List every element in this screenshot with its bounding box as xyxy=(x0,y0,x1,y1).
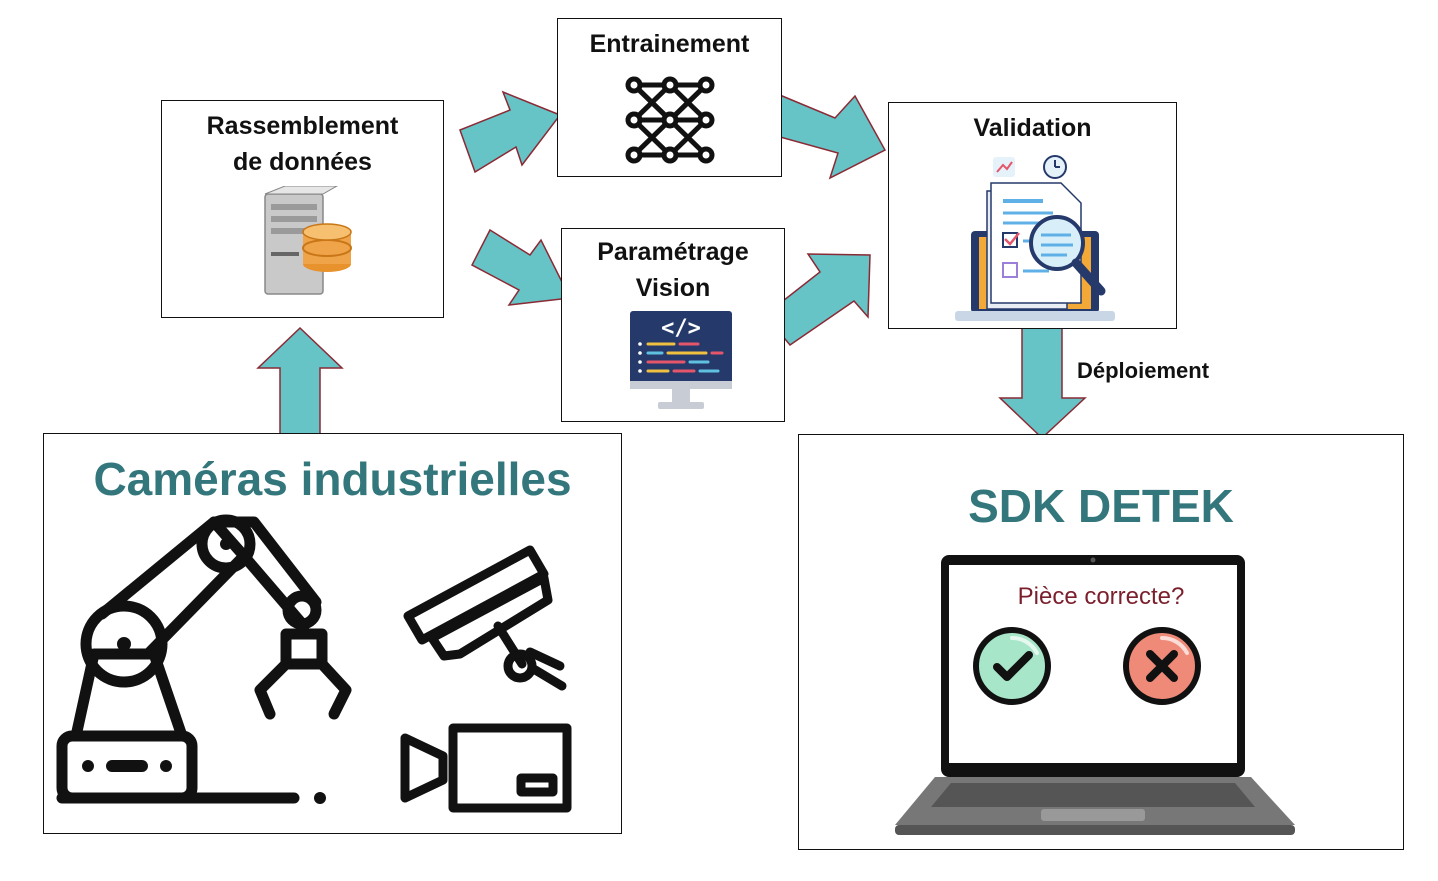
node-validation-title: Validation xyxy=(973,114,1092,142)
node-sdk-title: SDK DETEK xyxy=(968,480,1234,532)
node-training: Entrainement xyxy=(557,18,782,177)
node-data-collection-title-2: de données xyxy=(233,148,372,176)
cross-icon xyxy=(1123,627,1201,705)
arrow-vision-to-validation xyxy=(763,253,871,347)
node-validation: Validation xyxy=(888,102,1177,329)
screen-question: Pièce correcte? xyxy=(1017,583,1185,610)
svg-text:</>: </> xyxy=(661,316,701,341)
arrow-validation-to-sdk xyxy=(998,327,1087,440)
security-camera-icon xyxy=(403,545,567,691)
arrow-cameras-to-collect xyxy=(256,326,344,439)
check-icon xyxy=(973,627,1051,705)
node-vision-title-2: Vision xyxy=(635,274,711,302)
document-inspection-icon xyxy=(955,155,1115,321)
arrow-collect-to-training xyxy=(459,90,562,174)
arrow-collect-to-vision xyxy=(470,228,572,306)
node-data-collection-title-1: Rassemblement xyxy=(206,112,399,140)
neural-network-icon xyxy=(625,76,715,164)
node-training-title: Entrainement xyxy=(589,30,750,58)
node-data-collection: Rassemblement de données xyxy=(161,100,444,318)
node-vision-setup: Paramétrage Vision </> xyxy=(561,228,785,422)
robot-arm-icon xyxy=(56,514,352,804)
code-monitor-icon: </> xyxy=(630,311,732,409)
node-cameras-title: Caméras industrielles xyxy=(93,453,572,505)
deploy-label: Déploiement xyxy=(1077,358,1210,383)
node-industrial-cameras: Caméras industrielles xyxy=(43,433,622,834)
video-camera-icon xyxy=(400,723,572,813)
server-database-icon xyxy=(264,186,352,295)
node-sdk-detek: SDK DETEK Pièce correcte? xyxy=(798,434,1404,850)
node-vision-title-1: Paramétrage xyxy=(597,238,749,266)
